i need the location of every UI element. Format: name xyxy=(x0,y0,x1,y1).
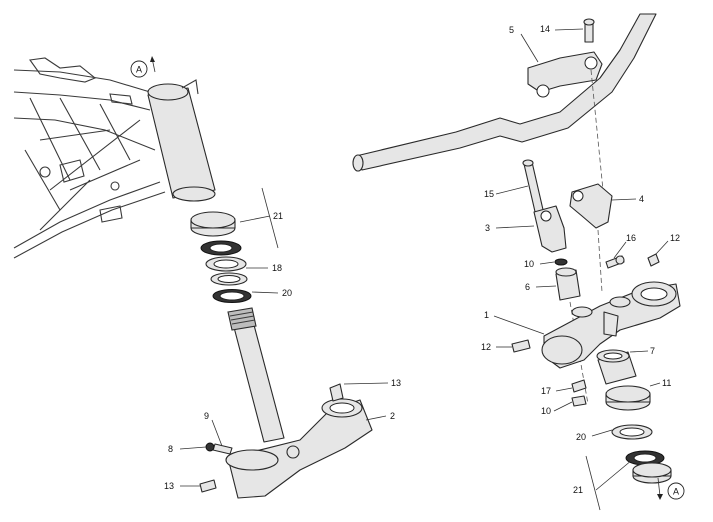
bolt-12-left xyxy=(511,339,531,353)
washer-10-bottom xyxy=(571,395,587,407)
callout-a-frame: A xyxy=(130,56,156,78)
callout-9: 9 xyxy=(204,411,209,421)
callout-14: 14 xyxy=(540,24,550,34)
riser-3 xyxy=(533,205,567,253)
callout-a-bottom: A xyxy=(657,477,685,500)
callout-20-right: 20 xyxy=(576,432,586,442)
callout-21-right: 21 xyxy=(573,485,583,495)
callout-a-bottom-label: A xyxy=(673,487,679,497)
callout-15: 15 xyxy=(484,189,494,199)
callout-21-left: 21 xyxy=(273,211,283,221)
upper-clamp-5 xyxy=(527,18,603,98)
upper-yoke-1 xyxy=(541,281,681,369)
washer-10-top xyxy=(554,258,568,266)
callout-4: 4 xyxy=(639,194,644,204)
handlebar xyxy=(352,13,657,172)
callout-18-left: 18 xyxy=(272,263,282,273)
callout-a-frame-label: A xyxy=(136,65,142,75)
right-bearing-stack xyxy=(605,385,672,484)
callout-10-bottom: 10 xyxy=(541,406,551,416)
callout-13-bottom: 13 xyxy=(164,481,174,491)
riser-4 xyxy=(569,183,613,229)
bracket-line-21-left xyxy=(261,187,279,249)
callout-2: 2 xyxy=(390,411,395,421)
callout-20-left: 20 xyxy=(282,288,292,298)
callout-12-top: 12 xyxy=(670,233,680,243)
callout-3: 3 xyxy=(485,223,490,233)
pin-17 xyxy=(571,379,587,393)
callout-12-left: 12 xyxy=(481,342,491,352)
bolt-16 xyxy=(605,255,625,269)
bracket-line-21-right xyxy=(585,455,601,511)
bushing-6 xyxy=(555,267,581,301)
callout-8: 8 xyxy=(168,444,173,454)
callout-17: 17 xyxy=(541,386,551,396)
callout-7: 7 xyxy=(650,346,655,356)
bolt-15 xyxy=(522,159,545,217)
callout-1: 1 xyxy=(484,310,489,320)
left-bearing-stack xyxy=(190,211,252,303)
nut-7 xyxy=(596,349,637,385)
callout-13-top: 13 xyxy=(391,378,401,388)
bolt-12-top xyxy=(647,253,660,267)
callout-16: 16 xyxy=(626,233,636,243)
callout-11: 11 xyxy=(662,378,671,388)
frame-assembly xyxy=(13,57,216,259)
callout-6: 6 xyxy=(525,282,530,292)
lower-steering-yoke xyxy=(199,307,373,499)
callout-5: 5 xyxy=(509,25,514,35)
callout-10-top: 10 xyxy=(524,259,534,269)
